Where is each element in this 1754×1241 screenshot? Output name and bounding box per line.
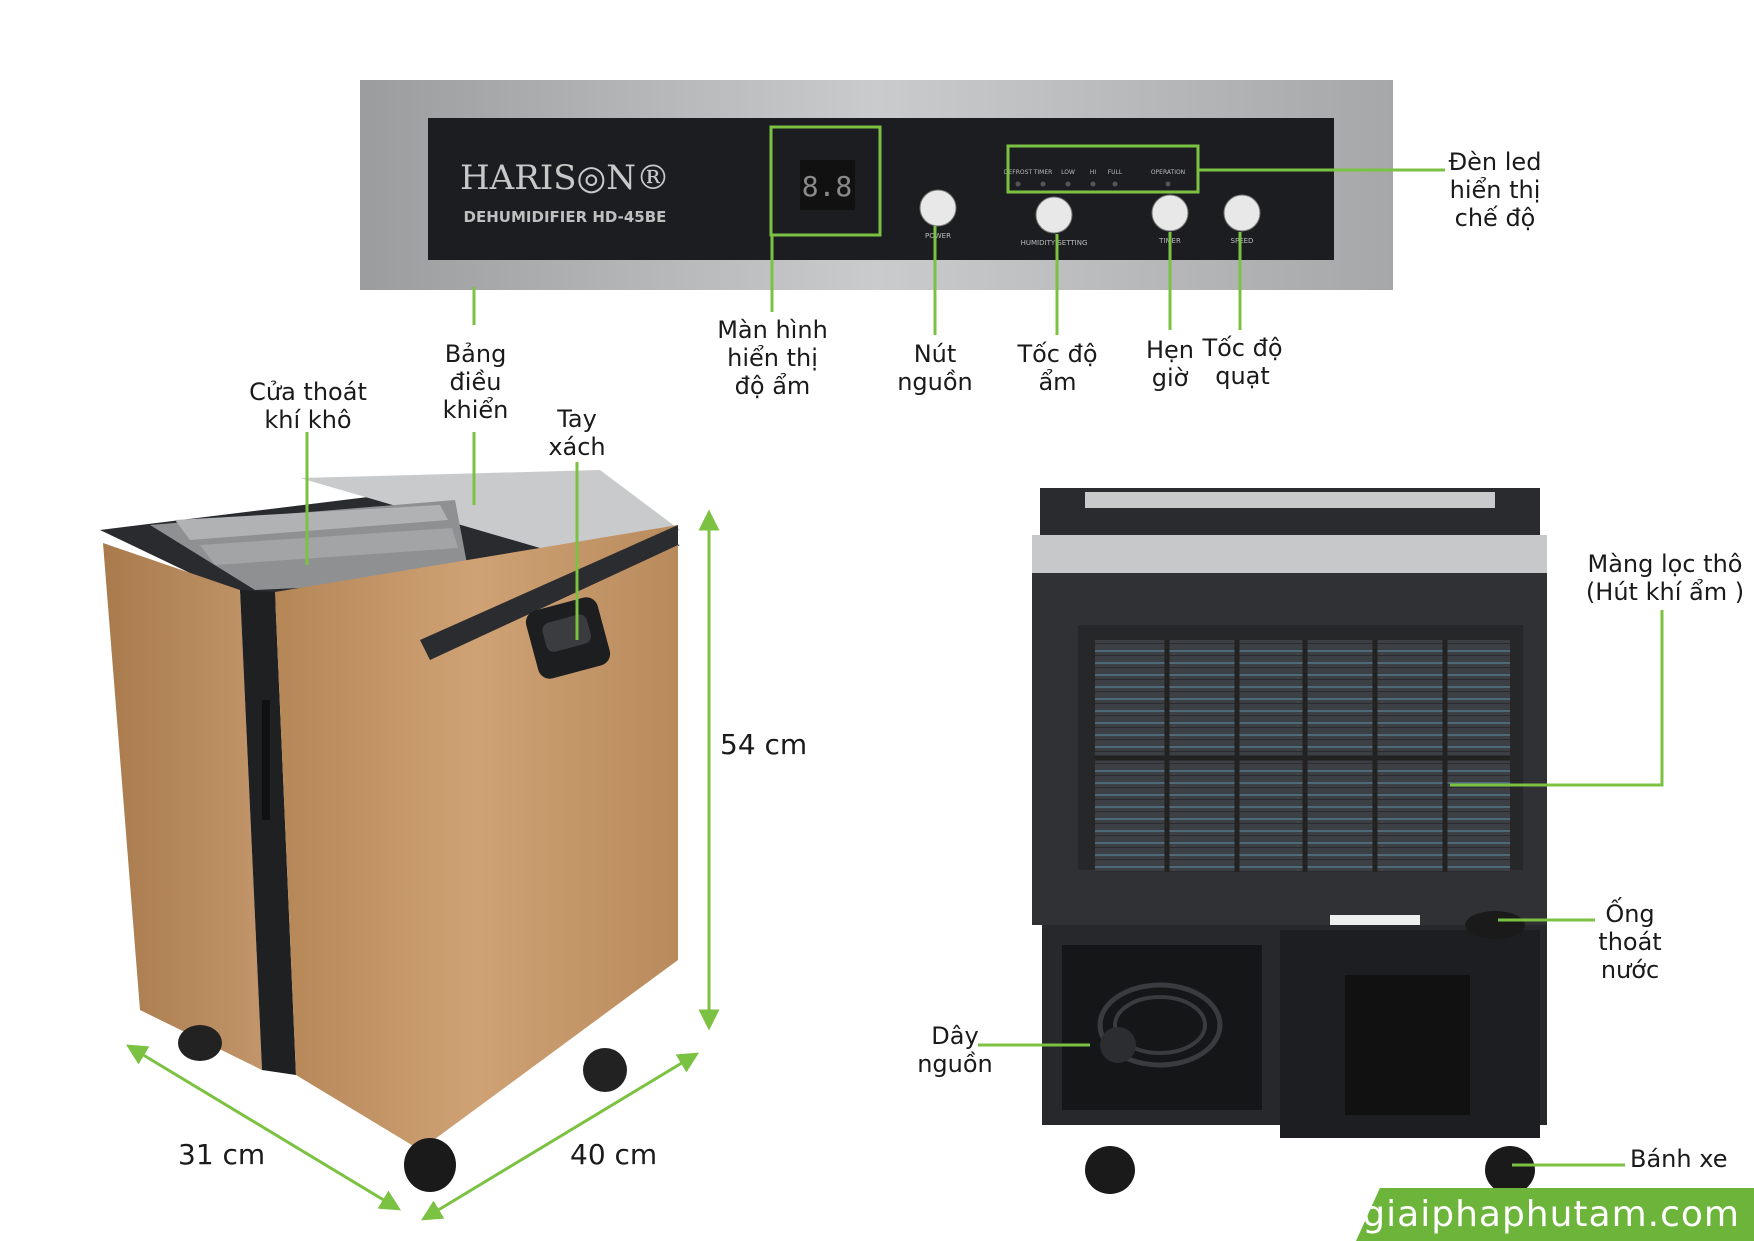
speed-button[interactable]: [1223, 194, 1261, 232]
led-label: TIMER: [1033, 169, 1053, 176]
led-dot: [1065, 181, 1071, 187]
led-dot: [1112, 181, 1118, 187]
depth-dimension: 40 cm: [570, 1138, 658, 1171]
wheel-label: Bánh xe: [1630, 1145, 1728, 1173]
led-label: HI: [1090, 169, 1097, 176]
control-panel: HARIS◎N® DEHUMIDIFIER HD-45BE 8.8 DEFROS…: [360, 80, 1393, 290]
led-label: DEFROST: [1004, 169, 1033, 176]
button-label: HUMIDITY SETTING: [1021, 239, 1088, 247]
dimension-arrows: [126, 509, 720, 1221]
led-dot: [1090, 181, 1096, 187]
website-footer[interactable]: giaiphaphutam.com: [1356, 1188, 1754, 1241]
coarse-filter-label: Màng lọc thô (Hút khí ẩm ): [1585, 550, 1745, 606]
timer-label: Hẹn giờ: [1145, 336, 1195, 392]
front-callout-lines: [305, 432, 579, 640]
power-cord-label: Dây nguồn: [917, 1022, 993, 1078]
humidity-setting-button[interactable]: [1035, 196, 1073, 234]
power-button-label: Nút nguồn: [897, 340, 973, 396]
dry-air-outlet-label: Cửa thoát khí khô: [249, 378, 367, 434]
led-dot: [1165, 181, 1171, 187]
power-button[interactable]: [919, 189, 957, 227]
handle-label: Tay xách: [548, 405, 606, 461]
button-label: SPEED: [1231, 237, 1254, 245]
led-label: OPERATION: [1151, 169, 1185, 176]
watermark: [470, 685, 490, 759]
panel-callout-lines: [472, 168, 1445, 335]
button-label: POWER: [925, 232, 951, 240]
timer-button[interactable]: [1151, 194, 1189, 232]
fan-speed-label: Tốc độ quạt: [1202, 334, 1283, 390]
front-unit: [100, 470, 680, 1192]
display-highlight: [769, 125, 882, 237]
drain-pipe-label: Ống thoát nước: [1598, 900, 1662, 984]
humidity-speed-label: Tốc độ ẩm: [1017, 340, 1098, 396]
control-board-label: Bảng điều khiển: [442, 340, 509, 424]
humidity-display-label: Màn hình hiển thị độ ẩm: [717, 316, 828, 400]
height-dimension: 54 cm: [720, 728, 808, 761]
display-digits: 8.8: [802, 170, 853, 203]
led-dot: [1040, 181, 1046, 187]
model-label: DEHUMIDIFIER HD-45BE: [464, 208, 667, 226]
back-unit: [1032, 488, 1547, 1194]
led-label: FULL: [1108, 169, 1123, 176]
brand-logo: HARIS◎N®: [460, 158, 670, 198]
width-dimension: 31 cm: [178, 1138, 266, 1171]
humidity-display: [800, 160, 855, 210]
back-callout-lines: [978, 610, 1664, 1167]
led-dot: [1015, 181, 1021, 187]
led-label: LOW: [1061, 169, 1075, 176]
led-mode-label: Đèn led hiển thị chế độ: [1448, 148, 1542, 232]
